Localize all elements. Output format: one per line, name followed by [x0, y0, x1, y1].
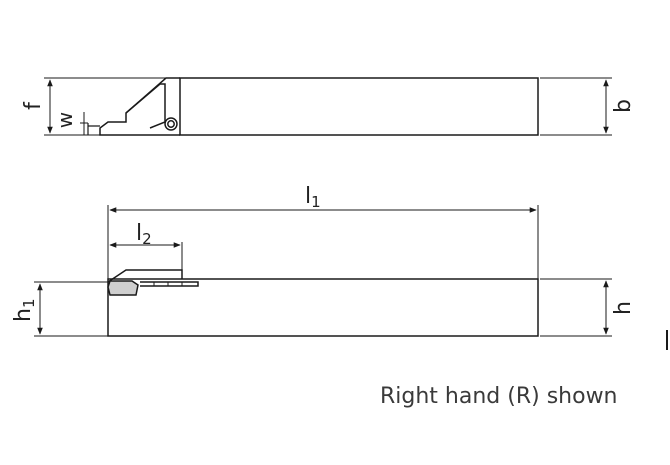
view-caption: Right hand (R) shown: [380, 384, 618, 409]
side-head-step: [107, 269, 183, 283]
clamp-screw-outer: [164, 117, 178, 131]
top-shank-body: [179, 77, 539, 136]
side-blade: [140, 281, 199, 287]
top-view: [44, 77, 612, 136]
label-b: b: [611, 99, 636, 113]
label-f: f: [21, 101, 46, 110]
top-insert-tip: [87, 123, 100, 135]
side-insert: [107, 280, 139, 296]
top-blade-edge: [125, 83, 166, 129]
label-l2: l2: [136, 221, 152, 248]
label-h1: h1: [11, 299, 38, 323]
side-shank-body: [107, 278, 539, 337]
label-h: h: [611, 301, 636, 315]
side-view: [34, 205, 612, 337]
label-l1: l1: [305, 184, 321, 211]
clamp-screw-inner: [167, 120, 175, 128]
label-w: w: [53, 112, 77, 128]
